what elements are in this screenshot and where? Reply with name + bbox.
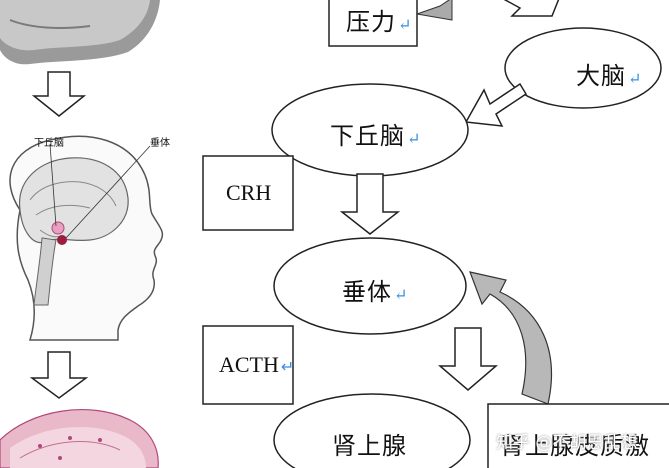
cerebrum-text: 大脑 bbox=[576, 62, 626, 90]
acth-label: ACTH↵ bbox=[219, 352, 294, 378]
return-icon: ↵ bbox=[628, 69, 642, 88]
watermark: 知乎 @不胡思乱想 bbox=[496, 428, 637, 453]
arrow-down-icon bbox=[440, 328, 496, 390]
hypothalamus-label: 下丘脑↵ bbox=[330, 116, 421, 151]
cerebrum-label: 大脑↵ bbox=[576, 56, 642, 91]
arrow-down-icon bbox=[498, 0, 560, 16]
crh-label: CRH bbox=[226, 180, 271, 206]
return-icon: ↵ bbox=[398, 15, 412, 34]
pituitary-label: 垂体↵ bbox=[342, 272, 408, 307]
adrenal-text: 肾上腺 bbox=[332, 432, 407, 460]
arrow-down-icon bbox=[342, 174, 398, 234]
adrenal-label: 肾上腺 bbox=[332, 426, 407, 461]
return-icon: ↵ bbox=[394, 285, 408, 304]
feedback-arrow-icon bbox=[470, 272, 551, 404]
pressure-text: 压力 bbox=[346, 8, 396, 36]
gray-arrow-icon bbox=[417, 0, 452, 20]
hypothalamus-text: 下丘脑 bbox=[330, 122, 405, 150]
return-icon: ↵ bbox=[407, 129, 421, 148]
acth-text: ACTH bbox=[219, 352, 279, 377]
return-icon: ↵ bbox=[281, 359, 294, 376]
pituitary-text: 垂体 bbox=[342, 278, 392, 306]
arrow-left-icon bbox=[466, 84, 526, 126]
crh-text: CRH bbox=[226, 180, 271, 205]
pressure-label: 压力↵ bbox=[346, 2, 412, 37]
